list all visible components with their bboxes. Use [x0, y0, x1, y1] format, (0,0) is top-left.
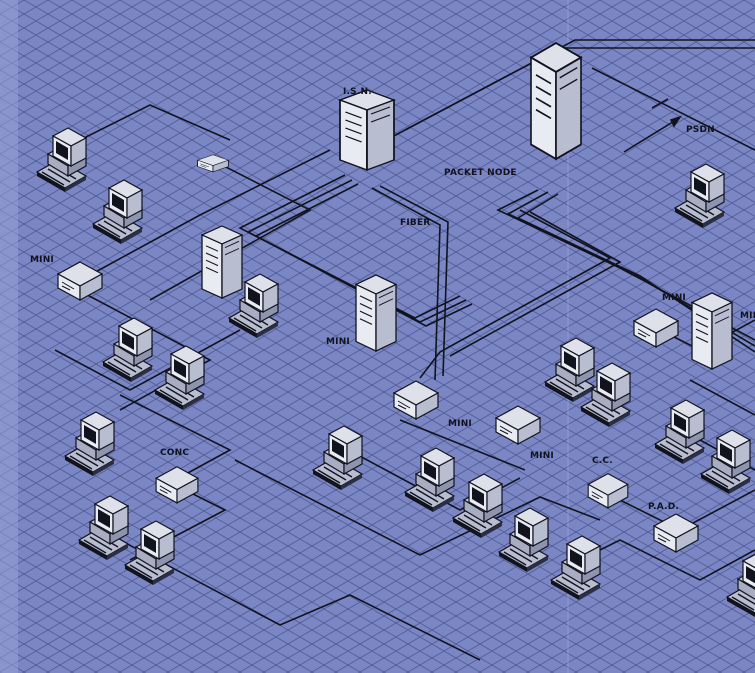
packet-node-to-lower-link — [419, 209, 612, 379]
mini-edge-label: MINI — [740, 311, 755, 321]
diagram-labels: I.S.N. PACKET NODE PSDN FIBER MINI MINI … — [30, 87, 755, 512]
fiber-link-4 — [371, 187, 441, 381]
fiber-link-5 — [379, 185, 449, 377]
packet-node-label: PACKET NODE — [444, 168, 517, 178]
isn-to-psdn-link — [404, 39, 755, 131]
isn-switch-cabinet — [339, 89, 395, 171]
mini-right-label: MINI — [662, 293, 686, 303]
isn-to-mini-left-link — [89, 149, 331, 276]
mini-left-label: MINI — [30, 255, 54, 265]
mini-center-cabinet — [355, 274, 397, 352]
psdn-arrows — [623, 98, 682, 153]
isn-label: I.S.N. — [343, 87, 372, 97]
packet-node-server — [530, 42, 582, 160]
terminal-bus-top — [59, 104, 231, 151]
mini-left-to-workstations-link — [77, 289, 212, 411]
pad-label: P.A.D. — [648, 502, 679, 512]
mini-bottom-label-2: MINI — [530, 451, 554, 461]
psdn-label: PSDN — [686, 125, 715, 135]
packet-node-to-lower-link-2 — [449, 211, 622, 357]
cc-label: C.C. — [592, 456, 613, 466]
mini-right-cabinet — [691, 292, 733, 370]
file-server-cabinet — [201, 225, 243, 299]
fiber-label: FIBER — [400, 218, 430, 228]
scan-edge — [0, 0, 18, 673]
conc-label: CONC — [160, 448, 189, 458]
mini-center-label: MINI — [326, 337, 350, 347]
bottom-left-bus-link — [119, 539, 481, 661]
fiber-link-3 — [254, 183, 473, 327]
packet-node-to-psdn-link — [591, 67, 755, 151]
network-links — [54, 39, 755, 661]
mini-bottom-label-1: MINI — [448, 419, 472, 429]
terminal-bus-left — [54, 329, 241, 391]
